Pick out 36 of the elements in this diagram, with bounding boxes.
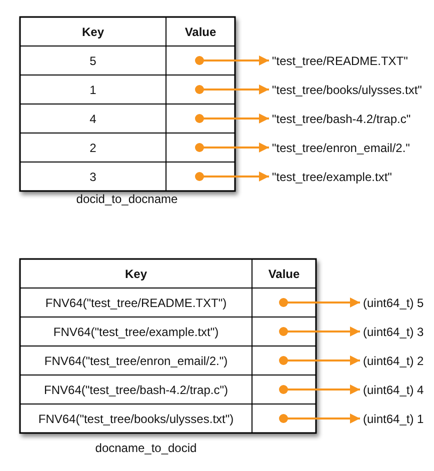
arrow: [204, 56, 269, 66]
arrow: [204, 114, 269, 124]
key-text: FNV64("test_tree/bash-4.2/trap.c"): [43, 382, 229, 396]
key-text: 3: [88, 170, 98, 184]
arrow: [288, 384, 360, 394]
file-value-text: "test_tree/example.txt": [272, 170, 392, 184]
arrow: [204, 84, 269, 94]
table-header: Value: [184, 24, 218, 38]
table-header: Key: [124, 266, 148, 280]
arrow: [204, 142, 269, 152]
key-text: 4: [88, 112, 98, 126]
key-text: FNV64("test_tree/example.txt"): [52, 324, 220, 338]
file-value-text: (uint64_t) 4: [363, 382, 424, 396]
table-caption: docname_to_docid: [94, 441, 198, 455]
file-value-text: "test_tree/books/ulysses.txt": [272, 82, 422, 96]
key-text: FNV64("test_tree/books/ulysses.txt"): [37, 412, 235, 426]
arrow: [288, 298, 360, 308]
arrow: [204, 172, 269, 182]
arrow: [288, 326, 360, 336]
key-text: 5: [88, 54, 98, 68]
table-caption: docid_to_docname: [75, 192, 179, 206]
key-text: FNV64("test_tree/README.TXT"): [44, 296, 228, 310]
arrow: [288, 414, 360, 424]
file-value-text: (uint64_t) 1: [363, 412, 424, 426]
file-value-text: "test_tree/enron_email/2.": [272, 140, 410, 154]
key-text: 2: [88, 140, 98, 154]
file-value-text: (uint64_t) 2: [363, 354, 424, 368]
file-value-text: (uint64_t) 5: [363, 296, 424, 310]
key-text: FNV64("test_tree/enron_email/2."): [43, 354, 229, 368]
table-header: Value: [267, 266, 301, 280]
file-value-text: "test_tree/README.TXT": [272, 54, 408, 68]
file-value-text: "test_tree/bash-4.2/trap.c": [272, 112, 411, 126]
arrow: [288, 356, 360, 366]
table-header: Key: [80, 24, 105, 38]
key-text: 1: [88, 82, 98, 96]
file-value-text: (uint64_t) 3: [363, 324, 424, 338]
